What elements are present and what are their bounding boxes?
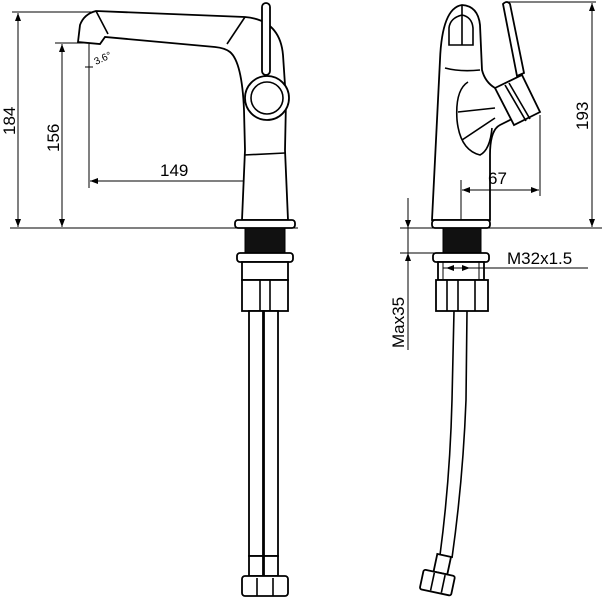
supply-hose-right-edge (451, 310, 468, 559)
mounting-nut (241, 279, 289, 312)
base-flange (431, 219, 491, 229)
spout-outlet (448, 14, 474, 46)
hose-nuts (241, 575, 289, 597)
hose-fitting-2 (263, 555, 279, 577)
supply-hose-2 (263, 310, 279, 557)
hose-end-fitting (419, 552, 456, 597)
front-view: 193 67 M32x1.5 (389, 1, 602, 597)
lever-handle-front (502, 1, 526, 78)
faucet-body-front (431, 4, 522, 221)
side-view: 184 156 3.6° 149 (0, 2, 298, 597)
supply-hose-left-edge (439, 310, 455, 556)
cartridge-band (508, 82, 531, 120)
body-recess-lines (457, 107, 496, 141)
spout-tip-edge (95, 10, 109, 35)
mounting-washer (236, 252, 294, 263)
angle-label: 3.6° (93, 50, 114, 68)
dimension-label-67: 67 (488, 169, 507, 188)
threaded-shank (442, 227, 482, 254)
cartridge-inner (250, 81, 284, 115)
dimension-label-thread: M32x1.5 (507, 249, 572, 268)
spout-joint-edge (226, 16, 246, 45)
supply-hose-1 (248, 310, 264, 557)
body-recess (455, 81, 493, 156)
dimension-label-156: 156 (44, 124, 63, 152)
mounting-collar (241, 261, 289, 281)
base-flange (234, 219, 296, 229)
mounting-washer (432, 252, 490, 263)
lever-handle-side (261, 2, 271, 76)
cartridge-band (504, 84, 527, 122)
mounting-collar (437, 261, 485, 281)
dimension-label-149: 149 (160, 161, 188, 180)
dimension-label-184: 184 (0, 107, 19, 135)
body-seam (243, 152, 286, 156)
hose-fitting-1 (248, 555, 264, 577)
spout-edges (444, 5, 481, 72)
dimension-label-193: 193 (573, 102, 592, 130)
dimension-label-max35: Max35 (389, 297, 408, 348)
mounting-nut (435, 279, 489, 312)
threaded-shank (244, 227, 286, 254)
